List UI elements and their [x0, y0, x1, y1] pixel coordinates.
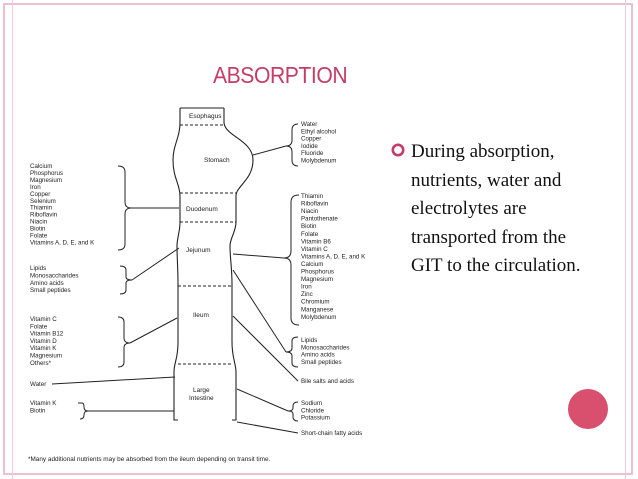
organ-label-esophagus: Esophagus: [189, 113, 222, 120]
nutrient-label: Lipids: [30, 265, 46, 272]
bullet-text: During absorption, nutrients, water and …: [411, 141, 581, 276]
nutrient-label: Iron: [30, 184, 41, 191]
gi-tract-outline: [172, 107, 254, 421]
nutrient-label: Biotin: [30, 226, 46, 233]
nutrient-label: Biotin: [301, 223, 317, 230]
nutrient-label: Magnesium: [30, 177, 62, 184]
organ-label-jejunum: Jejunum: [186, 247, 211, 254]
nutrient-label: Vitamin C: [301, 246, 328, 253]
nutrient-label: Amino acids: [30, 280, 64, 287]
nutrient-label: Magnesium: [30, 353, 62, 360]
list-right-jejunum: ThiaminRiboflavinNiacinPantothenateBioti…: [301, 193, 366, 321]
nutrient-label: Vitamin K: [30, 400, 57, 407]
nutrient-label: Folate: [30, 323, 48, 330]
nutrient-label: Niacin: [301, 208, 319, 215]
nutrient-label: Phosphorus: [301, 269, 334, 276]
organ-label-ileum: Ileum: [193, 312, 209, 319]
label-water-left: Water: [30, 381, 46, 388]
nutrient-label: Pantothenate: [301, 216, 338, 223]
nutrient-label: Manganese: [301, 306, 334, 313]
nutrient-label: Niacin: [30, 219, 48, 226]
nutrient-label: Small peptides: [30, 287, 71, 294]
label-short-chain: Short-chain fatty acids: [301, 430, 362, 437]
nutrient-label: Vitamin C: [30, 316, 57, 323]
nutrient-label: Calcium: [30, 163, 52, 170]
nutrient-label: Monosaccharides: [30, 272, 79, 279]
nutrient-label: Lipids: [301, 337, 317, 344]
nutrient-label: Riboflavin: [301, 201, 329, 208]
nutrient-label: Copper: [301, 136, 321, 143]
nutrient-label: Vitamin B6: [301, 238, 331, 245]
nutrient-label: Small peptides: [301, 359, 342, 366]
nutrient-label: Copper: [30, 191, 50, 198]
organ-label-large-2: Intestine: [189, 395, 214, 402]
nutrient-label: Calcium: [301, 261, 323, 268]
hollow-circle-bullet-icon: [391, 143, 405, 157]
nutrient-label: Chromium: [301, 299, 330, 306]
braces-and-arrows: [51, 123, 300, 434]
organ-label-duodenum: Duodenum: [186, 206, 218, 213]
nutrient-label: Molybdenum: [301, 314, 336, 321]
nutrient-label: Vitamin B12: [30, 331, 64, 338]
nutrient-label: Others*: [30, 360, 52, 367]
nutrient-label: Phosphorus: [30, 170, 63, 177]
nutrient-label: Monosaccharides: [301, 344, 350, 351]
nutrient-label: Vitamin D: [30, 338, 57, 345]
organ-label-stomach: Stomach: [204, 157, 230, 164]
decorative-circle: [568, 389, 608, 429]
decorative-line-right: [625, 0, 626, 479]
nutrient-label: Folate: [30, 233, 48, 240]
nutrient-label: Folate: [301, 231, 319, 238]
nutrient-label: Biotin: [30, 408, 46, 415]
nutrient-label: Magnesium: [301, 276, 333, 283]
nutrient-label: Thiamin: [30, 205, 53, 212]
nutrient-label: Amino acids: [301, 352, 335, 359]
nutrient-label: Ethyl alcohol: [301, 128, 336, 135]
label-bile-salts: Bile salts and acids: [301, 378, 354, 385]
nutrient-label: Chloride: [301, 407, 325, 414]
nutrient-label: Sodium: [301, 400, 322, 407]
nutrient-label: Potassium: [301, 415, 330, 422]
footnote: *Many additional nutrients may be absorb…: [28, 456, 270, 463]
list-left-duodenum: CalciumPhosphorusMagnesiumIronCopperSele…: [30, 163, 95, 246]
nutrient-label: Zinc: [301, 291, 313, 298]
nutrient-label: Vitamins A, D, E, and K: [301, 253, 366, 260]
nutrient-label: Molybdenum: [301, 158, 336, 165]
slide-title: ABSORPTION: [213, 62, 348, 88]
nutrient-label: Vitamin K: [30, 345, 57, 352]
decorative-line-left: [12, 0, 13, 479]
nutrient-label: Iodide: [301, 143, 318, 150]
nutrient-label: Water: [301, 121, 317, 128]
organ-label-large-1: Large: [193, 387, 210, 394]
nutrient-label: Iron: [301, 284, 312, 291]
nutrient-label: Selenium: [30, 198, 56, 205]
nutrient-label: Fluoride: [301, 150, 324, 157]
nutrient-label: Riboflavin: [30, 212, 58, 219]
nutrient-label: Thiamin: [301, 193, 324, 200]
slide-border: [3, 3, 633, 475]
organ-labels: Esophagus Stomach Duodenum Jejunum Ileum…: [186, 113, 230, 402]
nutrient-label: Vitamins A, D, E, and K: [30, 239, 95, 246]
